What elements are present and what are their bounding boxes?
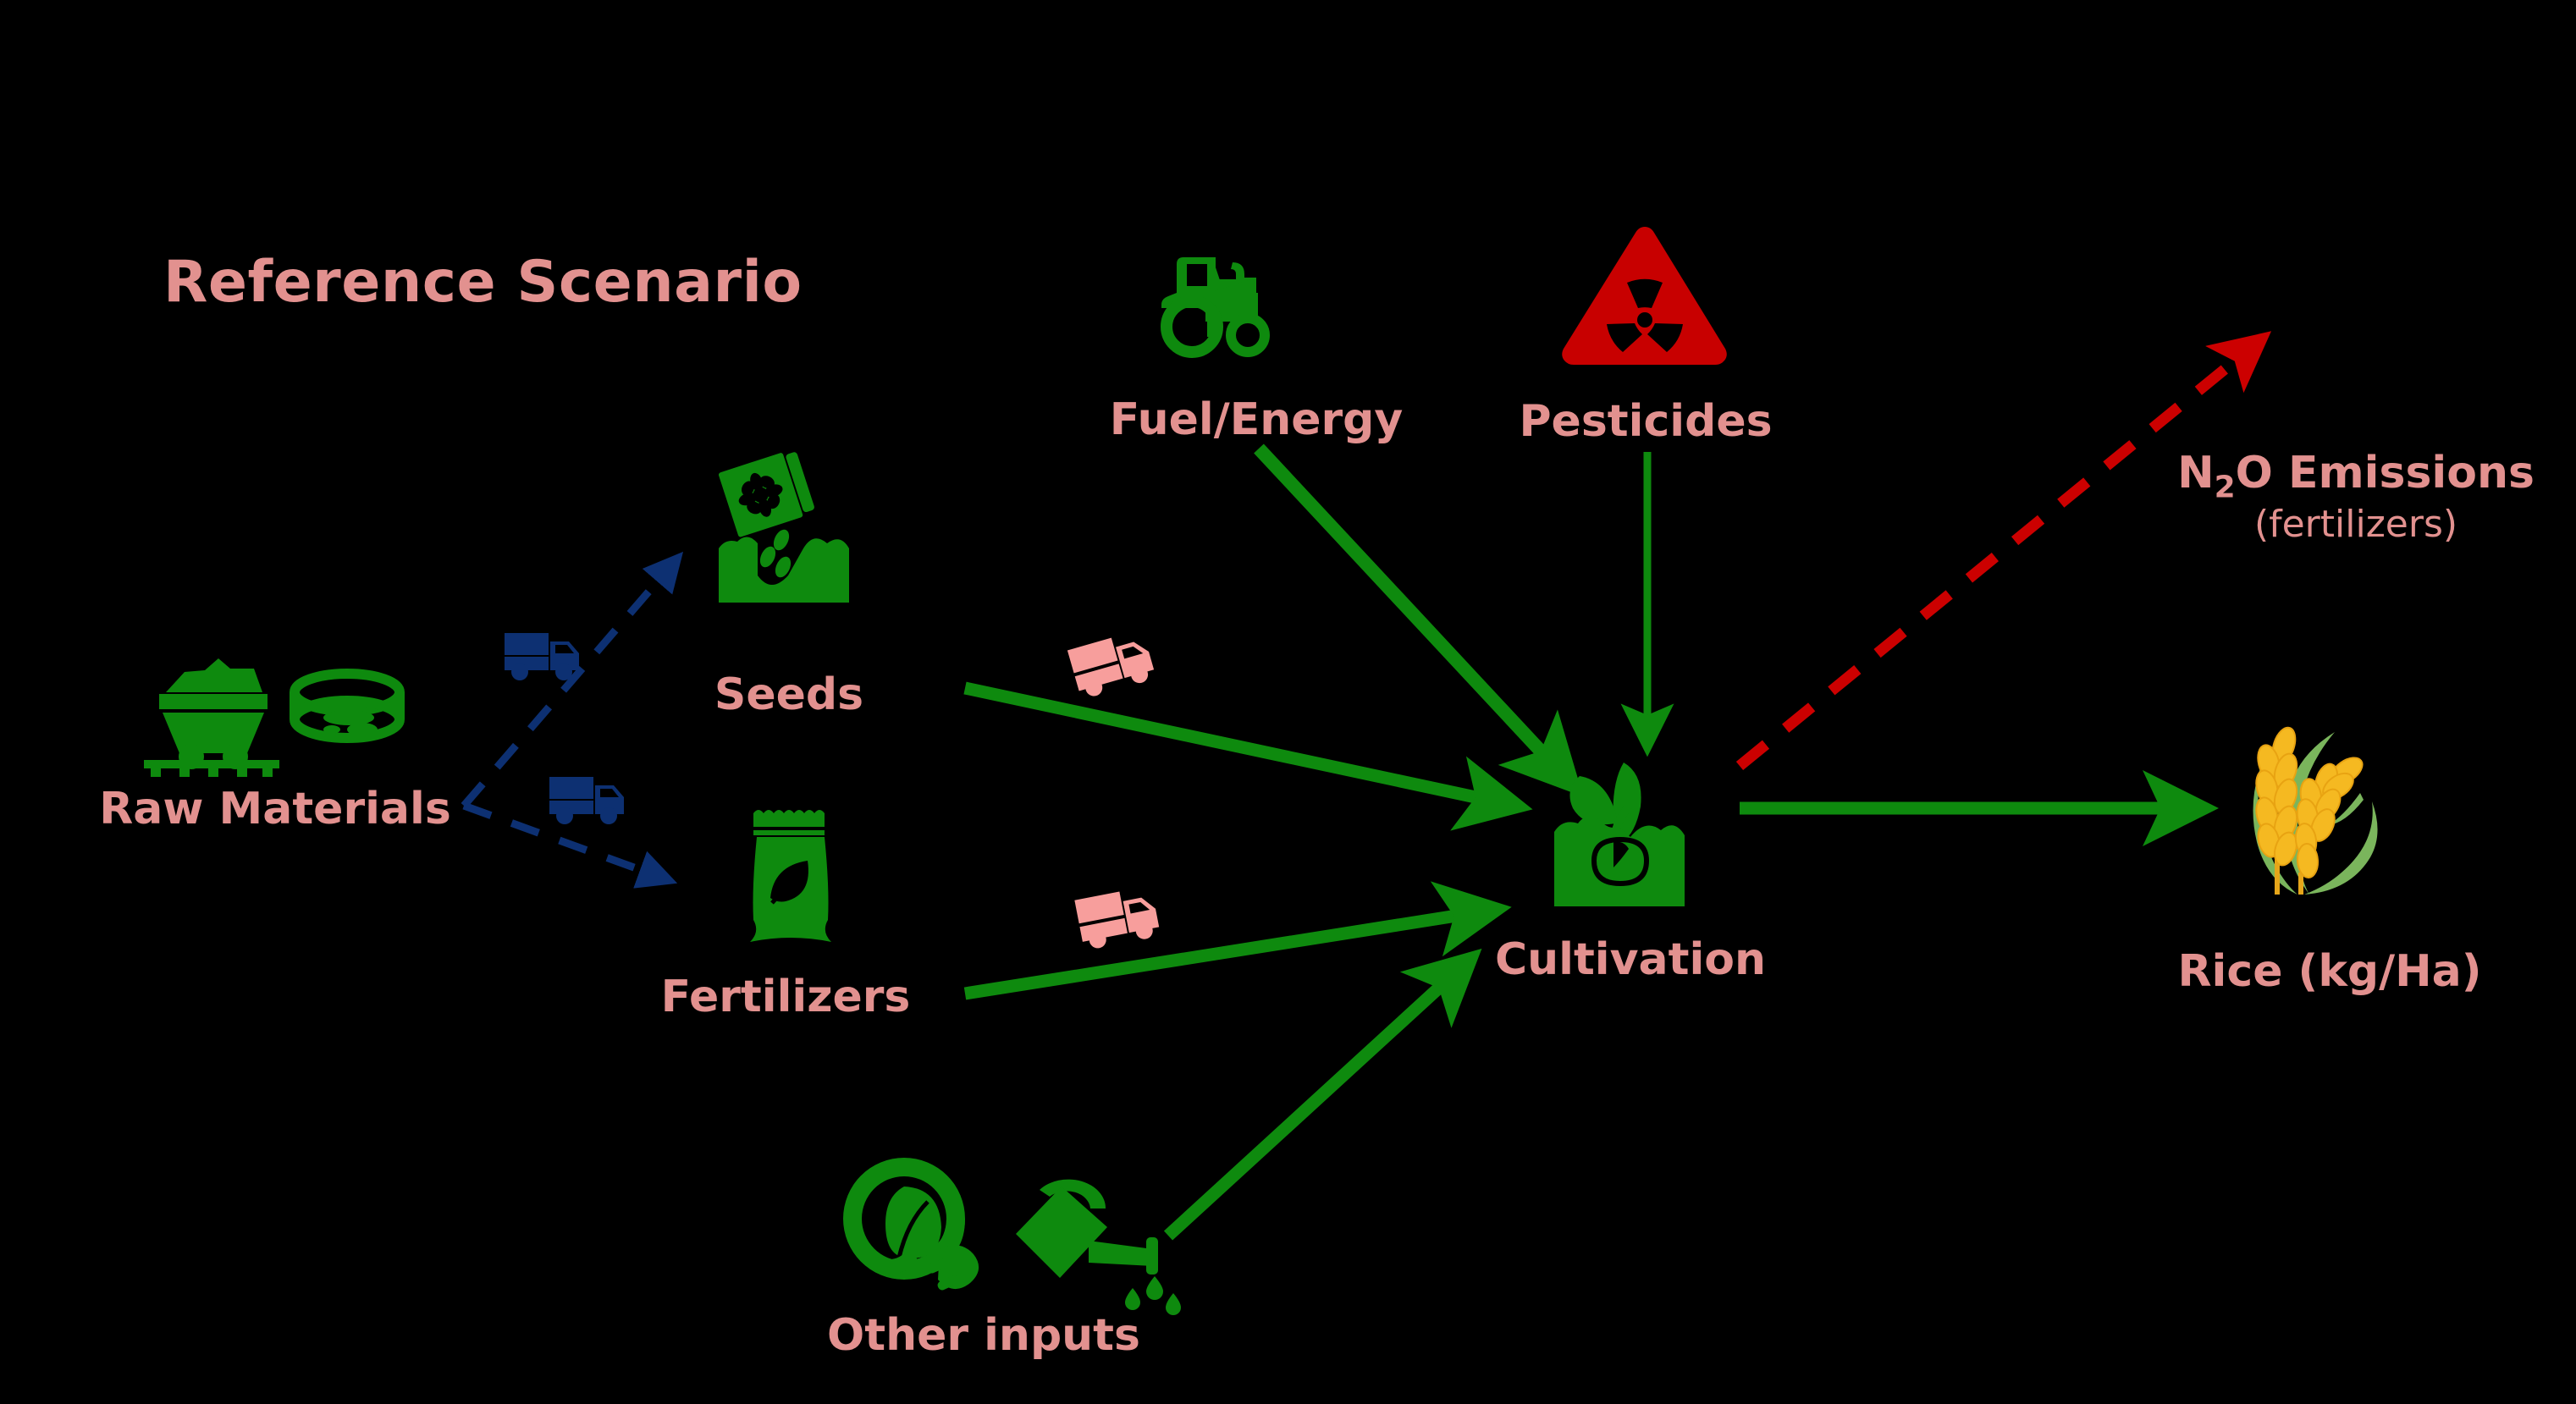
edge-fertilizers-to-cultivation bbox=[963, 881, 1512, 1000]
node-label-pesticides: Pesticides bbox=[1519, 396, 1773, 447]
edge-raw-materials-to-seeds bbox=[461, 551, 684, 808]
n2o-rest-text: O Emissions bbox=[2235, 448, 2535, 498]
n2o-emissions-label: N2O Emissions (fertilizers) bbox=[2177, 450, 2535, 544]
node-label-cultivation: Cultivation bbox=[1494, 934, 1767, 985]
seedling-in-soil-icon bbox=[1524, 732, 1735, 927]
n2o-subscript: 2 bbox=[2214, 470, 2236, 505]
fertilizer-bag-icon bbox=[738, 808, 848, 961]
edge-seeds-to-cultivation bbox=[963, 681, 1533, 831]
truck-icon bbox=[1070, 879, 1168, 955]
node-label-rice-output: Rice (kg/Ha) bbox=[2177, 946, 2482, 997]
seed-packet-sowing-icon bbox=[715, 449, 893, 660]
truck-icon bbox=[546, 772, 631, 826]
rice-stalks-icon bbox=[2226, 715, 2438, 918]
page-title: Reference Scenario bbox=[163, 249, 803, 316]
hazard-radiation-triangle-icon bbox=[1556, 220, 1734, 372]
edge-fuel-energy-to-cultivation bbox=[1254, 443, 1584, 797]
n2o-main-text: N bbox=[2177, 448, 2215, 498]
node-label-raw-materials: Raw Materials bbox=[99, 784, 451, 834]
edge-cultivation-to-n2o bbox=[1735, 331, 2272, 771]
edge-other-inputs-to-cultivation bbox=[1163, 948, 1482, 1241]
truck-icon bbox=[501, 628, 586, 682]
node-label-fuel-energy: Fuel/Energy bbox=[1109, 394, 1404, 445]
truck-icon bbox=[1062, 622, 1164, 703]
node-label-other-inputs: Other inputs bbox=[827, 1310, 1140, 1361]
mining-cart-and-quarry-icon bbox=[135, 652, 423, 779]
node-label-seeds: Seeds bbox=[714, 669, 864, 720]
eco-plug-and-watering-can-icon bbox=[838, 1134, 1194, 1329]
tractor-icon bbox=[1158, 245, 1327, 381]
node-label-fertilizers: Fertilizers bbox=[660, 972, 911, 1022]
n2o-source-note: (fertilizers) bbox=[2253, 503, 2458, 547]
edge-raw-materials-to-fertilizers bbox=[462, 801, 678, 889]
